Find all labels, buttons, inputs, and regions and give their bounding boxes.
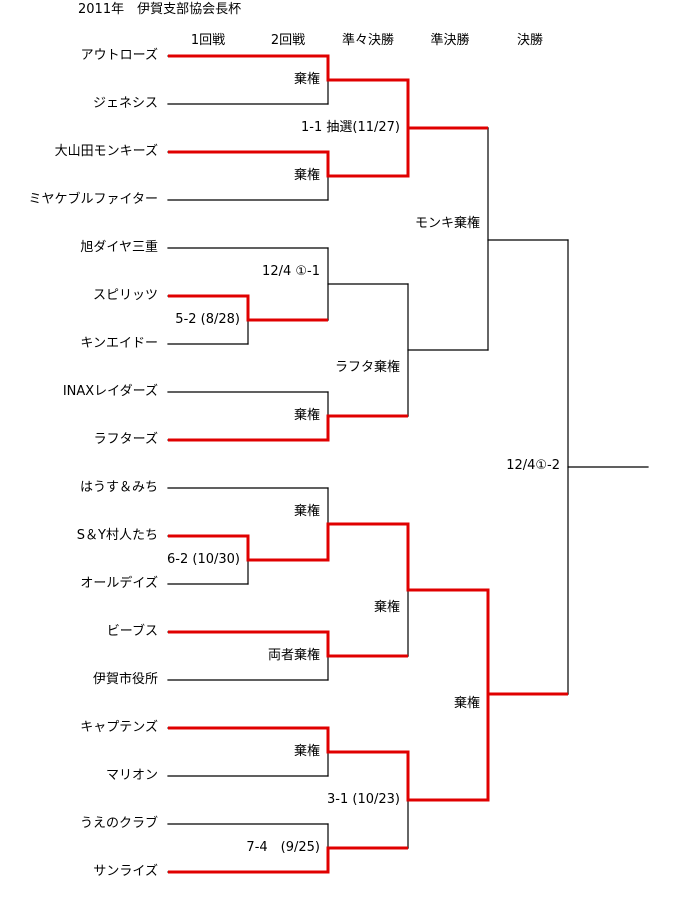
team-name: うえのクラブ xyxy=(79,816,158,831)
result-label: 6-2 (10/30) xyxy=(167,552,240,567)
team-name: ジェネシス xyxy=(92,96,158,111)
winner-path xyxy=(168,128,410,178)
header-final: 決勝 xyxy=(516,33,543,48)
header-round-1: 1回戦 xyxy=(190,33,226,48)
bracket-base-lines xyxy=(167,55,649,873)
team-name: INAXレイダーズ xyxy=(62,384,158,399)
result-label: 7-4 (9/25) xyxy=(246,840,320,855)
winner-path xyxy=(168,54,488,130)
result-label: 12/4 ①-1 xyxy=(262,264,320,279)
team-name: 伊賀市役所 xyxy=(92,672,158,687)
result-label: 棄権 xyxy=(293,168,320,183)
team-name: オールデイズ xyxy=(80,576,158,591)
team-name: スピリッツ xyxy=(92,288,158,303)
result-label: 5-2 (8/28) xyxy=(175,312,240,327)
winner-path xyxy=(168,630,408,658)
team-name: S＆Y村人たち xyxy=(76,528,158,543)
team-name: マリオン xyxy=(105,768,158,783)
team-name: 大山田モンキーズ xyxy=(54,144,158,159)
team-name: ビーブス xyxy=(106,624,158,639)
result-label: 両者棄権 xyxy=(267,648,320,663)
header-round-2: 2回戦 xyxy=(270,33,306,48)
winner-path xyxy=(168,694,490,802)
team-name: アウトローズ xyxy=(80,48,158,63)
header-semifinal: 準決勝 xyxy=(430,33,470,48)
result-label: ラフタ棄権 xyxy=(334,360,400,375)
team-name: キンエイドー xyxy=(80,336,158,351)
result-label: 棄権 xyxy=(453,696,480,711)
team-name: 旭ダイヤ三重 xyxy=(80,240,158,255)
result-label: 3-1 (10/23) xyxy=(327,792,400,807)
result-label: 棄権 xyxy=(293,408,320,423)
winner-path-lines xyxy=(168,54,568,874)
result-label: 棄権 xyxy=(293,744,320,759)
winner-path xyxy=(168,522,568,696)
result-label: モンキ棄権 xyxy=(414,216,480,231)
winner-path xyxy=(168,414,408,442)
team-name: ラフターズ xyxy=(93,432,158,447)
winner-path xyxy=(168,846,408,874)
winner-path xyxy=(168,294,328,322)
header-quarterfinal: 準々決勝 xyxy=(341,33,394,48)
result-label: 1-1 抽選(11/27) xyxy=(301,120,400,135)
team-name: はうす＆みち xyxy=(79,480,158,495)
team-name: キャプテンズ xyxy=(80,720,158,735)
result-label: 棄権 xyxy=(373,600,400,615)
team-name: サンライズ xyxy=(93,864,158,879)
result-label: 棄権 xyxy=(293,504,320,519)
page-title: 2011年 伊賀支部協会長杯 xyxy=(78,2,242,17)
result-label: 棄権 xyxy=(293,72,320,87)
result-label: 12/4①-2 xyxy=(506,458,560,473)
team-name: ミヤケブルファイター xyxy=(28,192,158,207)
